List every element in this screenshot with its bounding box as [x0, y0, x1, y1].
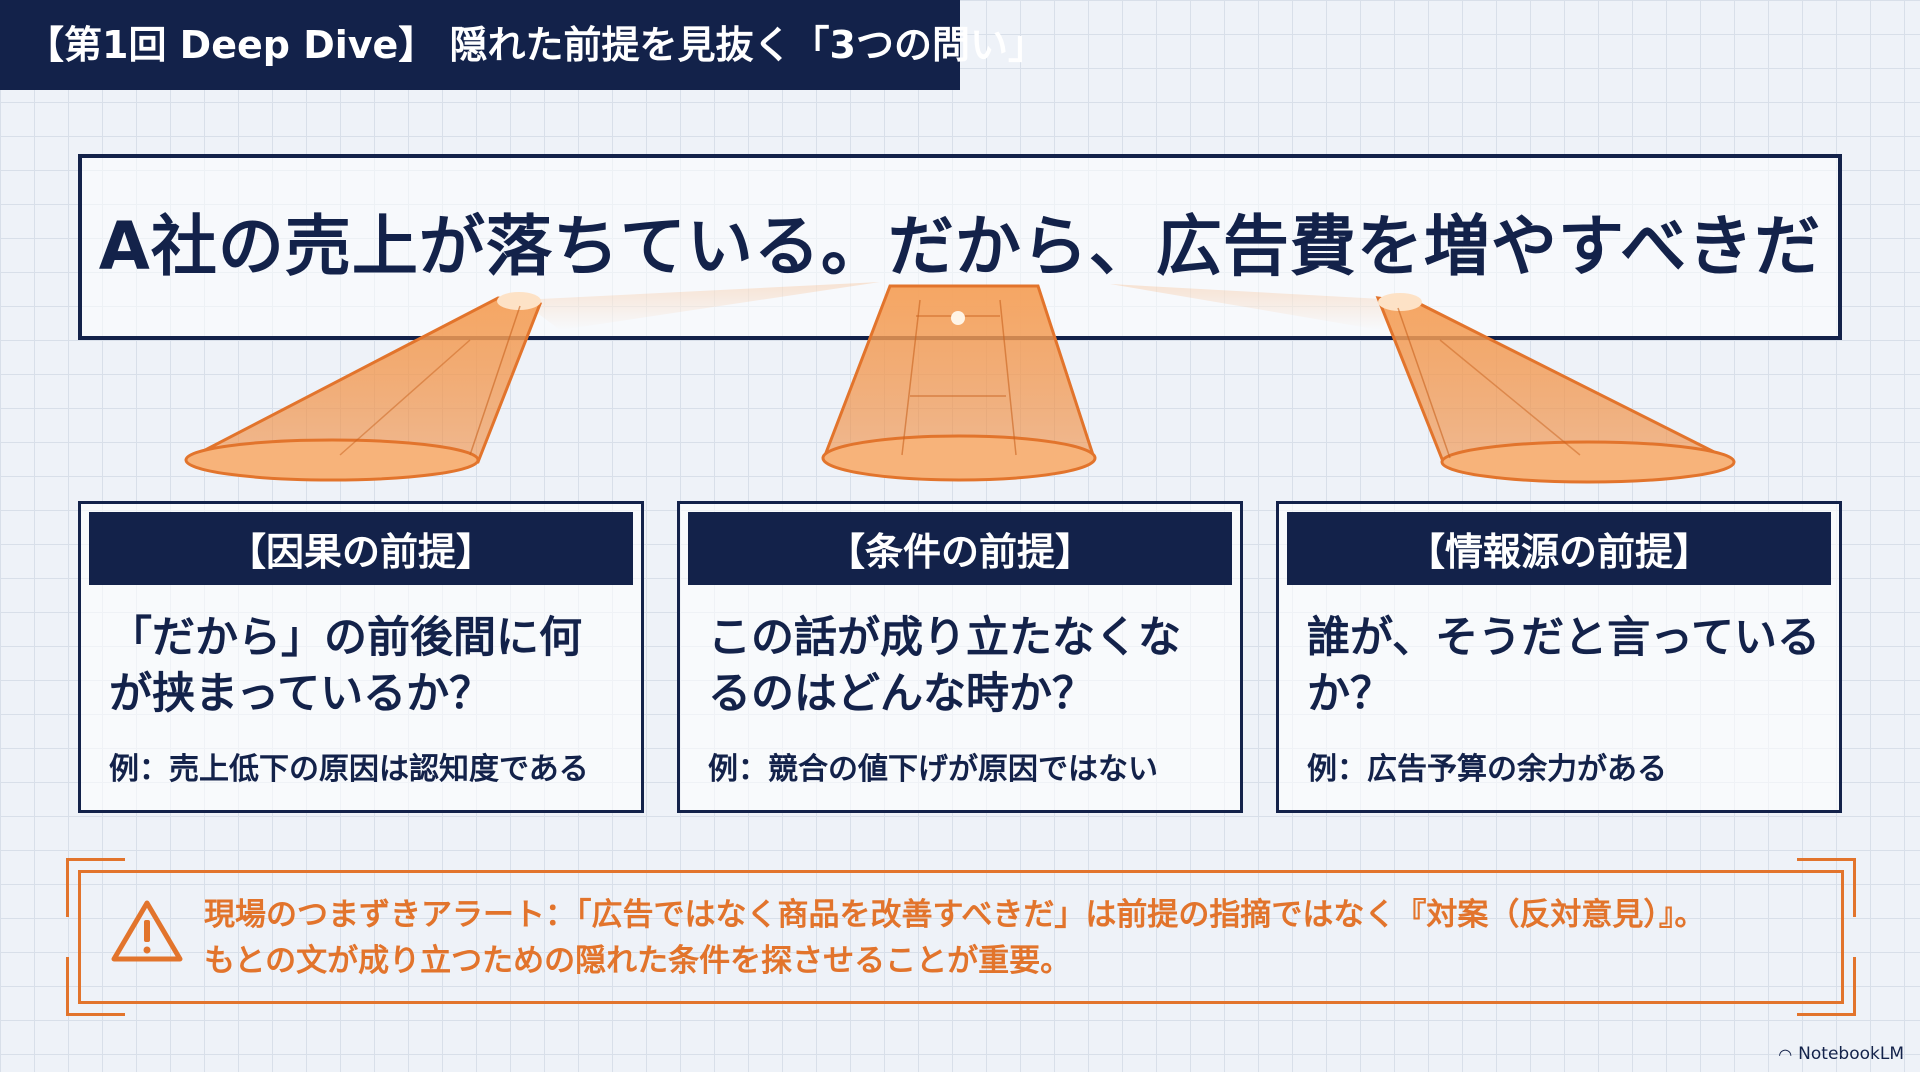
alert-frame [78, 870, 1844, 1004]
card-title: 【情報源の前提】 [1287, 512, 1831, 585]
statement-text: A社の売上が落ちている。だから、広告費を増やすべきだ [98, 208, 1822, 285]
alert-box: 現場のつまずきアラート：「広告ではなく商品を改善すべきだ」は前提の指摘ではなく『… [66, 858, 1856, 1016]
card-title: 【条件の前提】 [688, 512, 1232, 585]
alert-corner [1797, 858, 1856, 917]
alert-corner [1797, 957, 1856, 1016]
card-question: この話が成り立たなくなるのはどんな時か？ [708, 613, 1181, 719]
statement-box: A社の売上が落ちている。だから、広告費を増やすべきだ [78, 154, 1842, 340]
warning-triangle-icon [111, 900, 183, 962]
card-question: 誰が、そうだと言っているか？ [1307, 613, 1820, 719]
card-source-premise: 【情報源の前提】 誰が、そうだと言っているか？ 例：広告予算の余力がある [1276, 501, 1842, 813]
slide-title: 【第1回 Deep Dive】 隠れた前提を見抜く「3つの問い」 [26, 23, 1046, 67]
alert-line-2: もとの文が成り立つための隠れた条件を探させることが重要。 [204, 943, 1072, 979]
slide-title-bar: 【第1回 Deep Dive】 隠れた前提を見抜く「3つの問い」 [0, 0, 1046, 90]
notebooklm-icon: ◠ [1778, 1044, 1793, 1064]
card-causal-premise: 【因果の前提】 「だから」の前後間に何が挟まっているか？ 例：売上低下の原因は認… [78, 501, 644, 813]
brand-watermark: ◠ NotebookLM [1778, 1044, 1904, 1064]
card-question: 「だから」の前後間に何が挟まっているか？ [109, 613, 582, 719]
alert-corner [66, 957, 125, 1016]
alert-message: 現場のつまずきアラート：「広告ではなく商品を改善すべきだ」は前提の指摘ではなく『… [204, 892, 1836, 984]
alert-line-1: 現場のつまずきアラート：「広告ではなく商品を改善すべきだ」は前提の指摘ではなく『… [204, 897, 1706, 933]
brand-label: NotebookLM [1798, 1044, 1904, 1064]
card-example: 例：売上低下の原因は認知度である [109, 752, 589, 787]
card-example: 例：競合の値下げが原因ではない [708, 752, 1158, 787]
card-example: 例：広告予算の余力がある [1307, 752, 1667, 787]
card-condition-premise: 【条件の前提】 この話が成り立たなくなるのはどんな時か？ 例：競合の値下げが原因… [677, 501, 1243, 813]
alert-corner [66, 858, 125, 917]
card-title: 【因果の前提】 [89, 512, 633, 585]
